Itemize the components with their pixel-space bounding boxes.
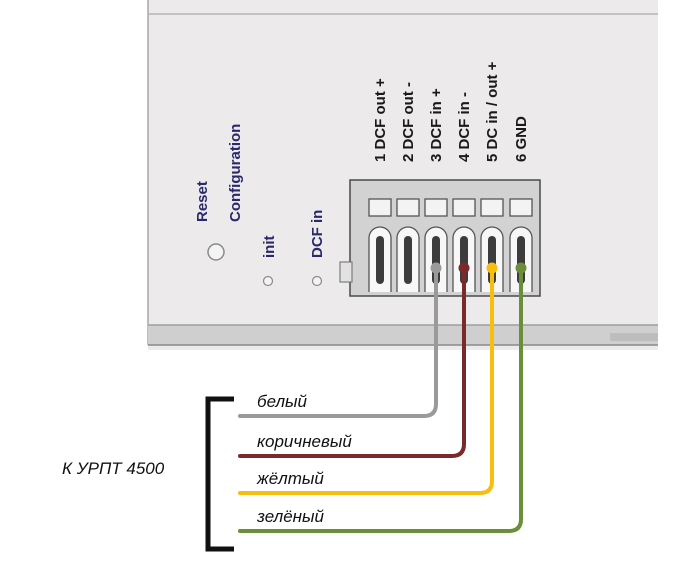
wire-4-terminal-dot	[515, 262, 527, 274]
dcf-in-led-icon	[311, 275, 323, 287]
pin-5-label: 5 DC in / out +	[484, 61, 501, 162]
destination-label: К УРПТ 4500	[62, 459, 165, 478]
destination-bracket	[205, 396, 234, 552]
wire-3	[238, 266, 494, 495]
reset-label: Reset	[194, 181, 211, 222]
pin-4-label: 4 DCF in -	[456, 92, 473, 162]
pin-label-group: 1 DCF out + 2 DCF out - 3 DCF in + 4 DCF in…	[372, 61, 530, 162]
wire-4-label: зелёный	[256, 507, 325, 526]
pin-3-label: 3 DCF in +	[428, 88, 445, 162]
wire-3-label: жёлтый	[256, 469, 324, 488]
device-housing	[147, 0, 658, 350]
reset-button[interactable]	[207, 243, 225, 261]
pin-1-label: 1 DCF out +	[372, 78, 389, 162]
init-label: init	[261, 236, 278, 259]
wire-2-label: коричневый	[257, 432, 352, 451]
dcf-in-label: DCF in	[309, 210, 326, 258]
wire-2	[238, 266, 466, 458]
wire-3-terminal-dot	[486, 262, 498, 274]
terminal-2[interactable]	[396, 198, 420, 292]
wire-1-terminal-dot	[430, 262, 442, 274]
wire-1	[238, 266, 438, 418]
terminal-block	[339, 179, 541, 297]
init-led-icon	[262, 275, 274, 287]
pin-6-label: 6 GND	[513, 116, 530, 162]
configuration-label: Configuration	[227, 124, 244, 222]
wire-group	[238, 262, 527, 533]
pin-2-label: 2 DCF out -	[400, 82, 417, 162]
terminal-5[interactable]	[480, 198, 504, 292]
terminal-1[interactable]	[368, 198, 392, 292]
wire-1-label: белый	[257, 392, 308, 411]
wire-label-group: белый коричневый жёлтый зелёный	[256, 392, 352, 526]
wire-4	[238, 266, 523, 533]
wire-2-terminal-dot	[458, 262, 470, 274]
